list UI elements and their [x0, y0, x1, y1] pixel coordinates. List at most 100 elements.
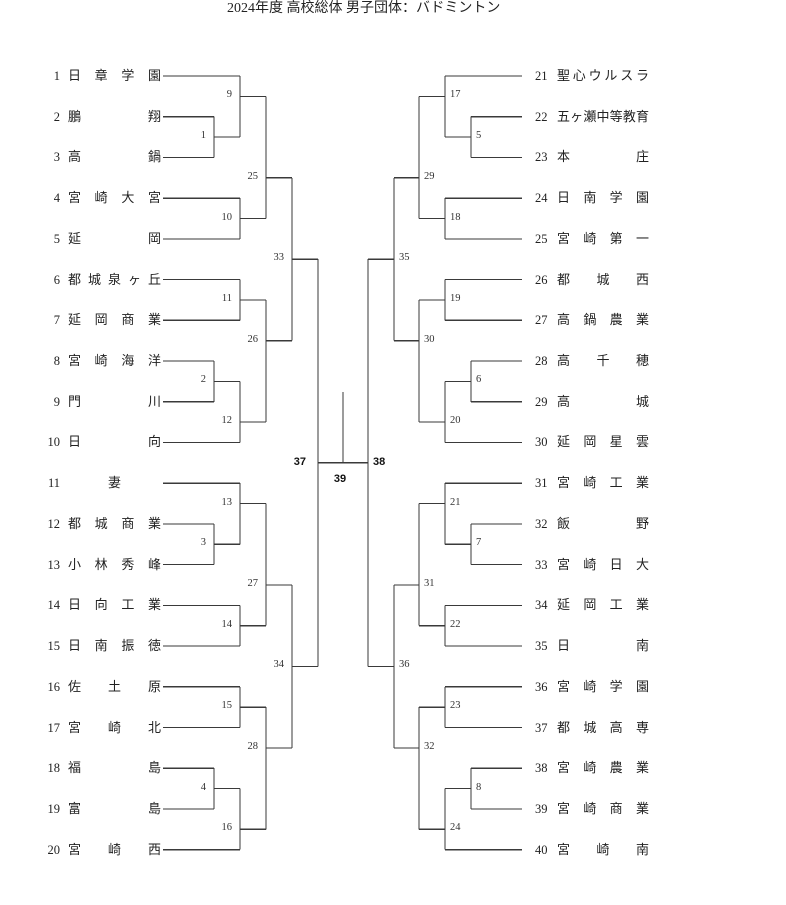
team-seed: 34 — [535, 598, 548, 613]
match-number: 24 — [450, 822, 461, 834]
team-seed: 18 — [47, 761, 61, 776]
match-number: 4 — [200, 781, 206, 793]
team-seed: 19 — [47, 801, 61, 816]
final-match-number: 39 — [333, 472, 347, 485]
team-seed: 22 — [535, 109, 548, 124]
team-seed: 40 — [535, 842, 548, 857]
match-number: 33 — [273, 252, 285, 264]
team-seed: 4 — [53, 191, 60, 206]
team-name: 宮崎農業 — [557, 760, 649, 776]
match-number: 31 — [424, 578, 435, 589]
match-number: 5 — [476, 130, 482, 142]
team-seed: 10 — [47, 435, 61, 450]
match-number: 36 — [399, 659, 410, 671]
team-name: 鵬翔 — [68, 108, 161, 124]
team-seed: 1 — [53, 69, 60, 83]
team-seed: 3 — [53, 150, 60, 165]
team-name: 延岡商業 — [68, 312, 161, 328]
match-number: 26 — [247, 333, 259, 345]
team-name: 日南学園 — [557, 190, 649, 206]
team-name: 宮崎第一 — [557, 230, 649, 246]
team-seed: 30 — [535, 435, 548, 450]
match-number: 13 — [221, 496, 233, 508]
team-seed: 32 — [535, 516, 548, 531]
team-name: 福島 — [68, 760, 161, 776]
team-seed: 2 — [53, 109, 60, 124]
team-seed: 24 — [535, 191, 548, 206]
team-name: 宮崎大宮 — [68, 190, 161, 206]
match-number: 30 — [424, 333, 435, 345]
team-name: 飯野 — [557, 515, 649, 531]
match-number: 1 — [200, 130, 206, 142]
match-number: 10 — [221, 211, 233, 223]
page-title: 2024年度 高校総体 男子団体：バドミントン — [227, 1, 501, 16]
match-number: 35 — [399, 252, 410, 264]
team-name: 日南 — [557, 638, 649, 654]
match-number: 3 — [200, 537, 206, 549]
match-number: 38 — [373, 455, 386, 468]
team-name: 聖心ウルスラ — [557, 68, 649, 83]
team-name: 妻 — [107, 475, 121, 491]
team-seed: 36 — [535, 679, 548, 694]
team-seed: 17 — [47, 720, 61, 735]
team-seed: 25 — [535, 231, 548, 246]
team-name: 門川 — [68, 393, 161, 409]
match-number: 9 — [226, 89, 232, 101]
team-name: 都城西 — [557, 271, 649, 287]
match-number: 32 — [424, 740, 435, 752]
team-name: 延岡工業 — [557, 597, 649, 613]
team-name: 宮崎日大 — [557, 556, 649, 572]
team-seed: 15 — [47, 639, 61, 654]
team-name: 都城高専 — [557, 719, 649, 735]
team-name: 富島 — [68, 800, 161, 816]
match-number: 12 — [221, 415, 233, 427]
match-number: 23 — [450, 700, 461, 712]
team-name: 高千穂 — [557, 353, 649, 369]
match-number: 21 — [450, 496, 461, 508]
match-number: 17 — [450, 89, 461, 101]
team-name: 日向工業 — [68, 597, 161, 613]
team-seed: 12 — [47, 516, 61, 531]
team-name: 高城 — [557, 393, 649, 409]
match-number: 29 — [424, 170, 435, 182]
team-seed: 8 — [53, 354, 60, 369]
match-number: 14 — [221, 618, 233, 630]
match-number: 27 — [247, 578, 259, 589]
team-name: 日章学園 — [68, 68, 161, 83]
match-number: 19 — [450, 292, 461, 304]
team-seed: 26 — [535, 272, 548, 287]
team-name: 宮崎北 — [68, 719, 161, 735]
match-number: 2 — [200, 374, 206, 386]
team-name: 日南振徳 — [68, 638, 161, 654]
team-seed: 5 — [53, 231, 60, 246]
team-seed: 37 — [535, 720, 548, 735]
team-name: 高鍋 — [68, 149, 161, 165]
team-seed: 33 — [535, 557, 548, 572]
team-seed: 21 — [535, 69, 548, 83]
team-name: 宮崎西 — [68, 841, 161, 857]
match-number: 20 — [450, 415, 461, 427]
team-seed: 23 — [535, 150, 548, 165]
team-seed: 27 — [535, 313, 548, 328]
team-name: 宮崎海洋 — [68, 353, 161, 369]
team-name: 宮崎商業 — [557, 800, 649, 816]
match-number: 16 — [221, 822, 233, 834]
team-seed: 14 — [47, 598, 61, 613]
team-name: 五ヶ瀬中等教育 — [557, 108, 649, 124]
team-name: 日向 — [68, 434, 161, 450]
team-seed: 16 — [47, 679, 61, 694]
match-number: 6 — [476, 374, 482, 386]
team-seed: 9 — [53, 394, 60, 409]
team-name: 高鍋農業 — [557, 312, 649, 328]
team-name: 都城泉ヶ丘 — [68, 271, 161, 287]
team-seed: 6 — [53, 272, 60, 287]
team-name: 佐土原 — [68, 678, 161, 694]
team-seed: 11 — [47, 476, 60, 491]
match-number: 7 — [476, 537, 482, 549]
team-name: 本庄 — [557, 149, 649, 165]
match-number: 34 — [273, 659, 285, 671]
match-number: 8 — [476, 781, 482, 793]
team-name: 宮崎工業 — [557, 475, 649, 491]
team-name: 宮崎学園 — [557, 678, 649, 694]
